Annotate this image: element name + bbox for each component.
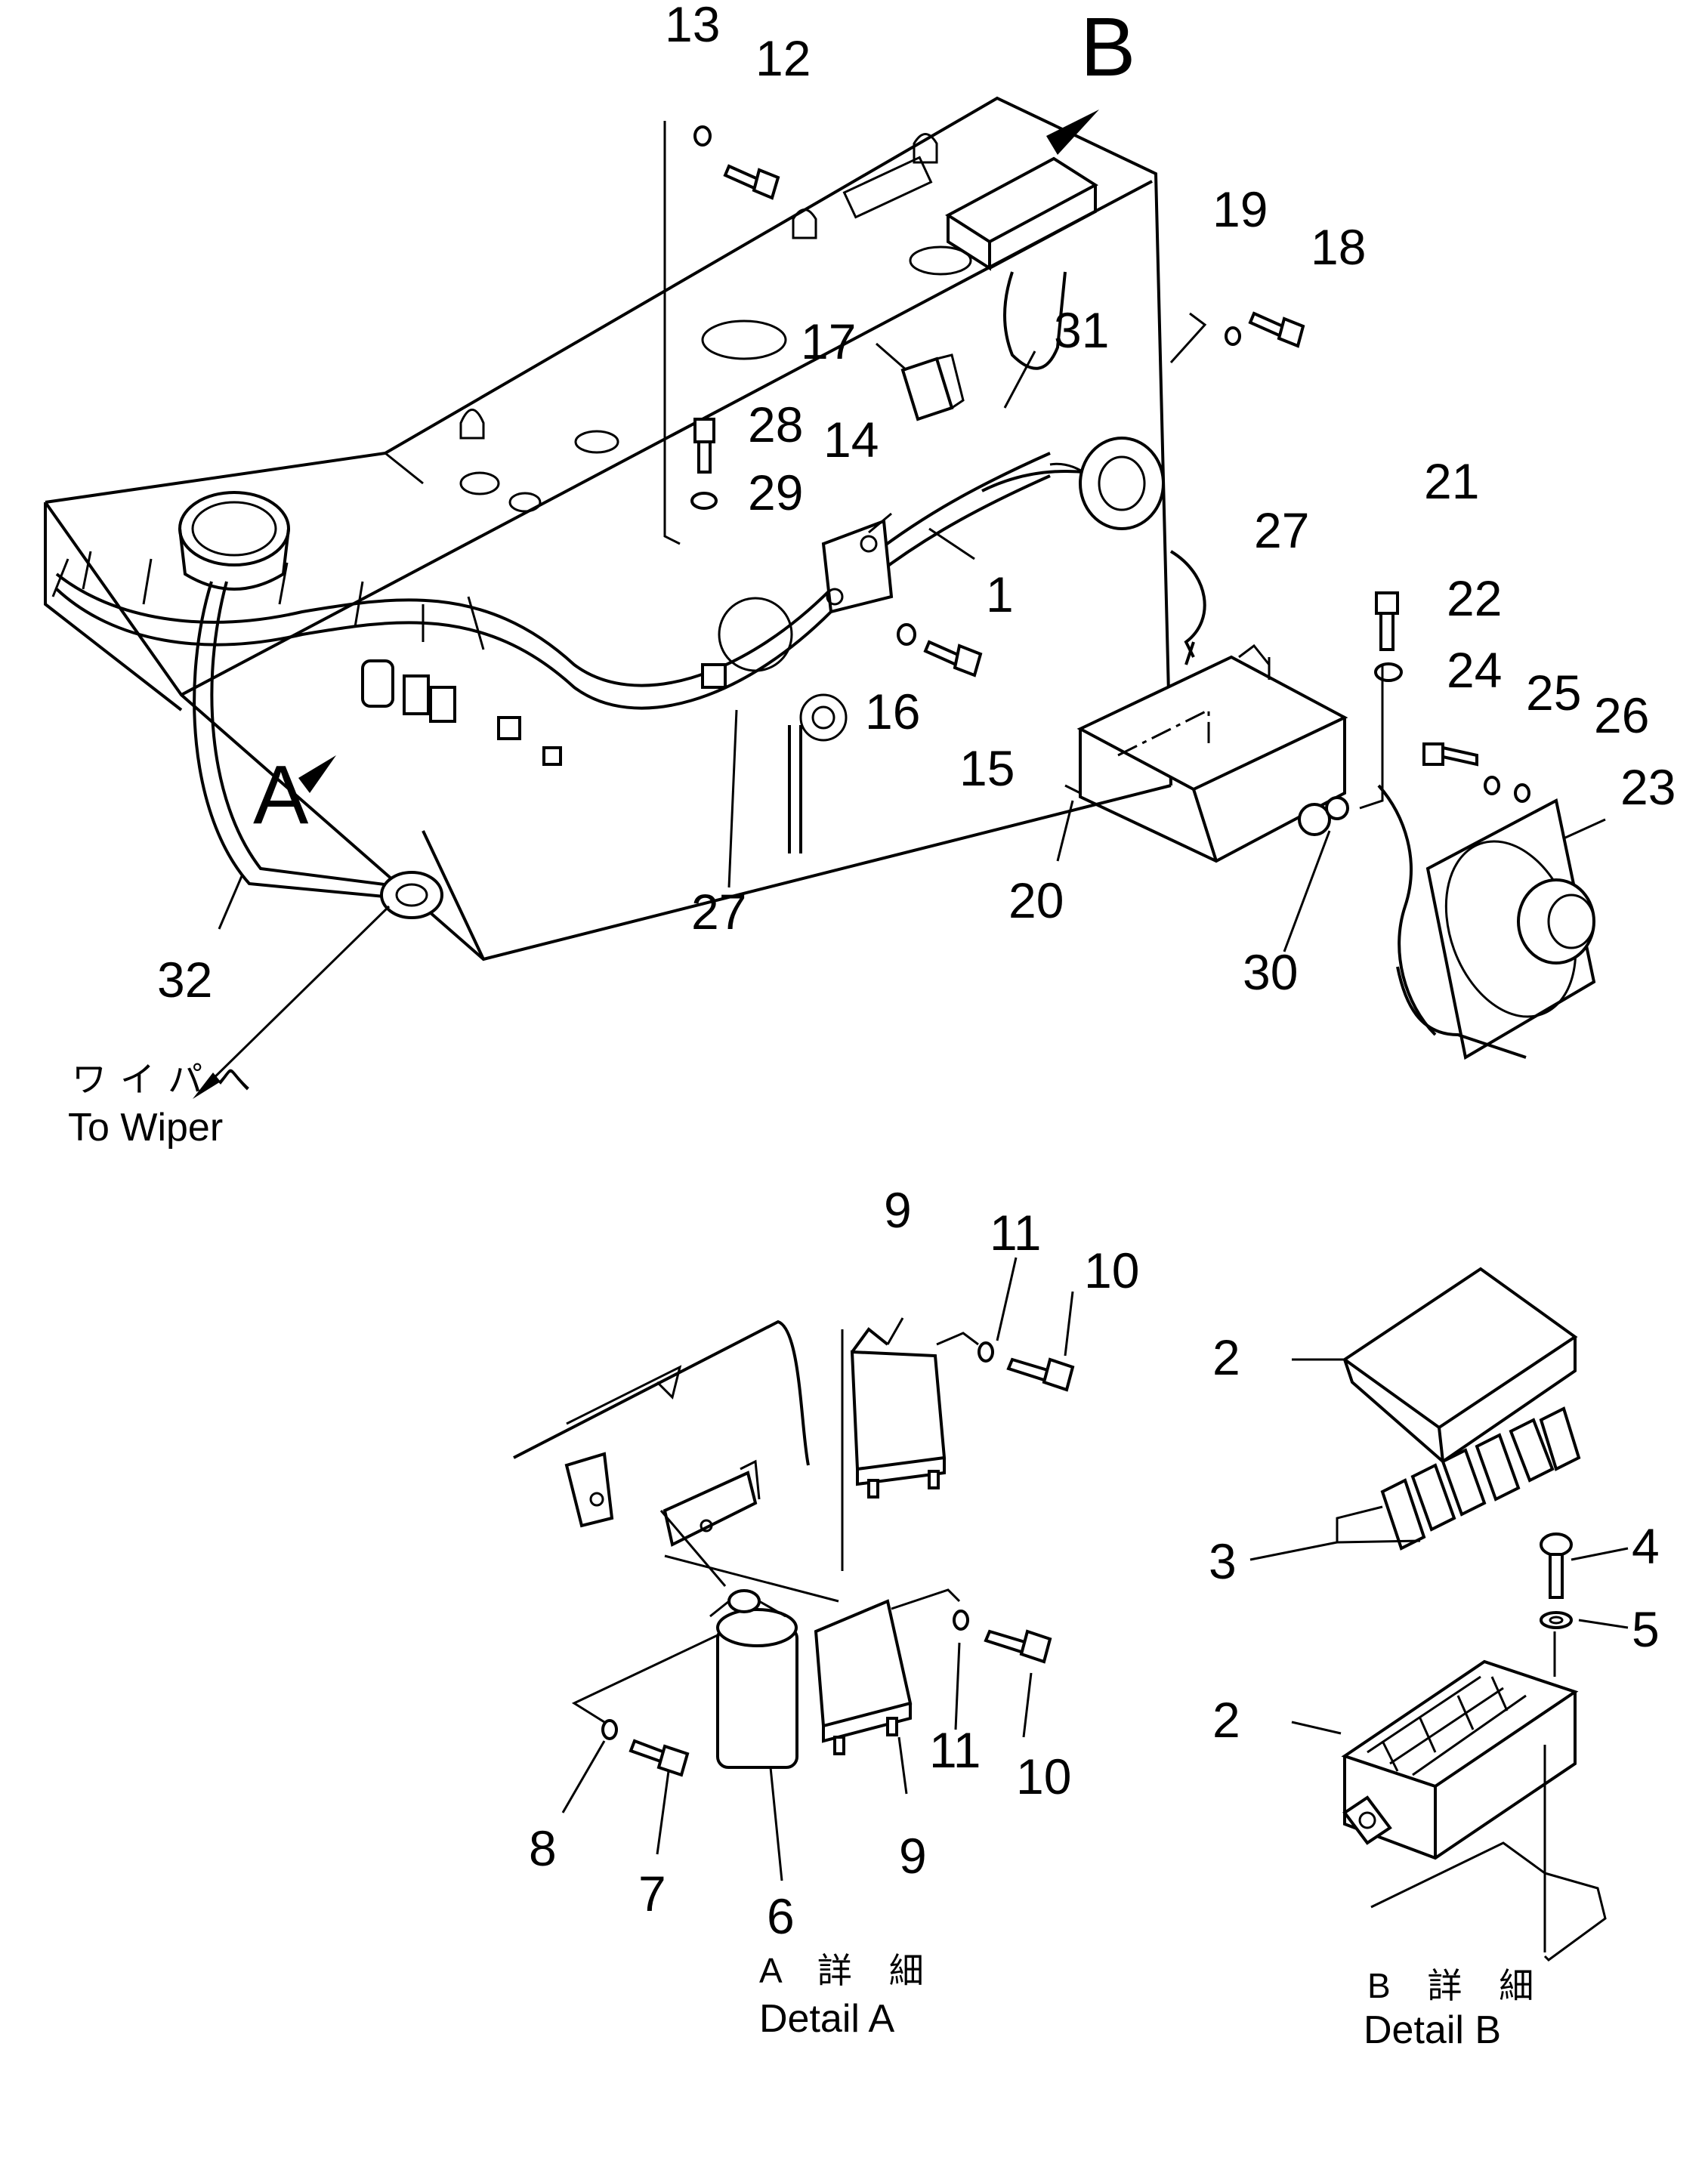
view-marker-a: A: [253, 748, 309, 841]
view-marker-b: B: [1080, 1, 1135, 94]
callout-1: 1: [986, 566, 1014, 622]
callout-24: 24: [1447, 642, 1502, 698]
grommet-32: [193, 871, 443, 1099]
hardware-main: [690, 125, 1530, 820]
callout-26: 26: [1594, 687, 1649, 743]
callout-30: 30: [1243, 944, 1298, 1000]
callout-3: 3: [1209, 1533, 1237, 1589]
callout-23: 23: [1620, 759, 1676, 815]
callout-6: 6: [767, 1888, 795, 1944]
callout-5: 5: [1632, 1601, 1660, 1657]
fuse-box-b-installed: [945, 156, 1098, 370]
detail-a-drawing: [513, 1257, 1075, 1881]
wiper-note-en: To Wiper: [68, 1106, 223, 1150]
callout-18: 18: [1311, 219, 1366, 275]
callout-9-upper: 9: [884, 1182, 912, 1238]
callout-21: 21: [1424, 453, 1479, 509]
detail-a-caption-en: Detail A: [759, 1997, 895, 2041]
callout-10-upper: 10: [1084, 1242, 1139, 1298]
callout-11-lower: 11: [929, 1722, 981, 1778]
detail-b-drawing: [1249, 1267, 1629, 1961]
callout-17: 17: [801, 313, 856, 369]
dashboard-panel: [44, 96, 1172, 961]
wiper-note-jp: ワイパへ: [72, 1060, 264, 1099]
callout-10-lower: 10: [1016, 1749, 1071, 1804]
callout-19: 19: [1212, 181, 1268, 237]
callout-7: 7: [638, 1866, 666, 1921]
callout-2-cover: 2: [1212, 1329, 1240, 1385]
callout-22: 22: [1447, 570, 1502, 626]
callout-15: 15: [959, 740, 1015, 796]
controller-box-27: [1064, 644, 1348, 863]
detail-b-caption-jp: B 詳 細: [1367, 1966, 1547, 2005]
callout-9-lower: 9: [899, 1828, 927, 1884]
leader-lines-main: [218, 110, 1606, 952]
callout-32: 32: [157, 952, 212, 1008]
callout-2-base: 2: [1212, 1692, 1240, 1748]
callout-12: 12: [755, 30, 811, 86]
wiring-harness: [51, 452, 1437, 1036]
callout-29: 29: [748, 465, 803, 520]
callout-13: 13: [665, 0, 720, 52]
callout-31: 31: [1054, 302, 1109, 358]
callout-labels: 13 12 B 19 18 17 31 28 14 29 21 27 1 22 …: [68, 0, 1676, 2052]
horn: [1079, 437, 1165, 530]
callout-27-top: 27: [1254, 502, 1309, 558]
detail-a-caption-jp: A 詳 細: [759, 1951, 937, 1990]
callout-14: 14: [823, 412, 879, 468]
gauge: [178, 491, 290, 591]
callout-28: 28: [748, 397, 803, 452]
switch-14: [821, 519, 894, 614]
detail-b-caption-en: Detail B: [1364, 2008, 1501, 2052]
callout-27-bottom: 27: [691, 884, 746, 940]
callout-11-upper: 11: [990, 1205, 1042, 1261]
callout-16: 16: [865, 684, 920, 739]
callout-25: 25: [1526, 665, 1581, 721]
callout-8: 8: [529, 1820, 557, 1876]
speaker-23: [1396, 798, 1596, 1060]
relay-17: [900, 353, 965, 421]
callout-4: 4: [1632, 1518, 1660, 1574]
callout-20: 20: [1008, 872, 1064, 928]
